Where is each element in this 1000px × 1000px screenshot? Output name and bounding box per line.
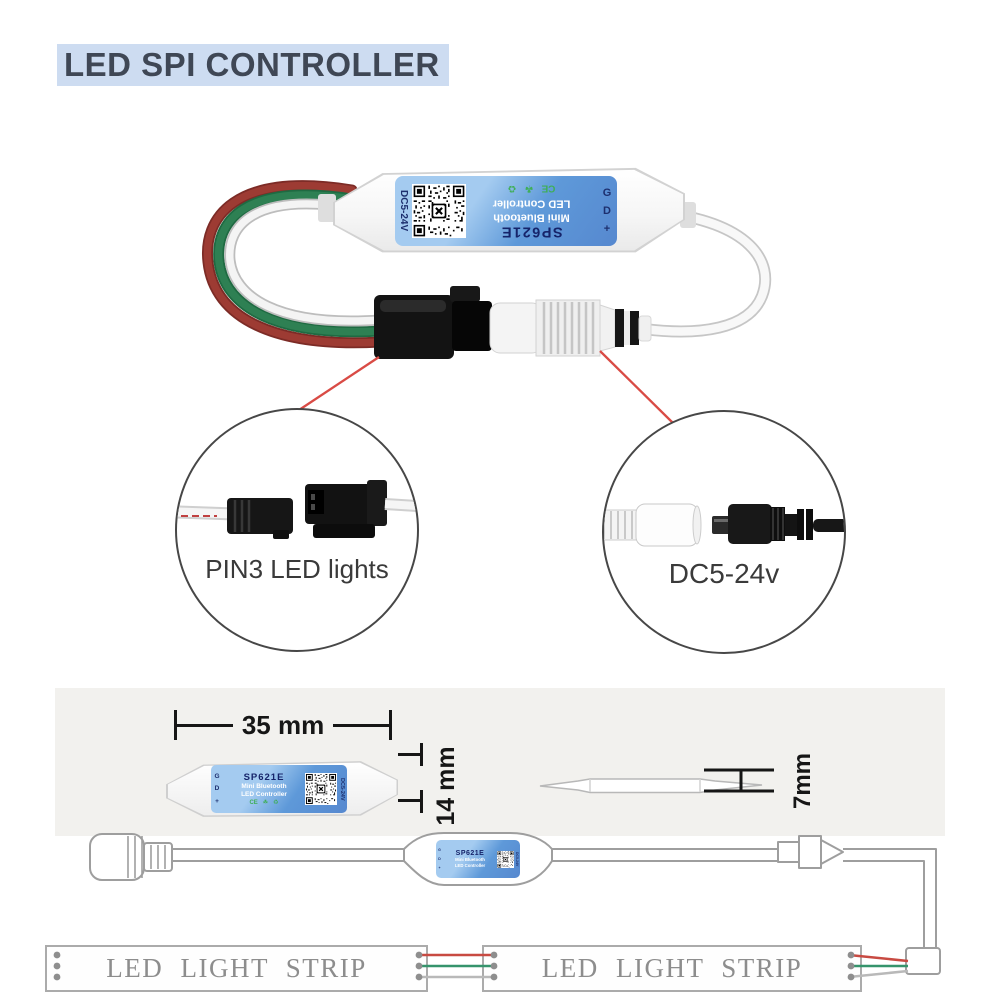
controller-top-view-label: G D + SP621E Mini Bluetooth LED Controll…	[211, 765, 347, 813]
label-pins: G D +	[211, 768, 223, 809]
led-strip-left-label: LED LIGHT STRIP	[106, 953, 367, 983]
label-text-block: SP621E Mini Bluetooth LED Controller CE …	[223, 772, 305, 807]
pin-d: D	[603, 205, 611, 217]
label-pins: G D +	[436, 843, 443, 876]
pin-d: D	[214, 785, 220, 793]
qr-code-icon	[412, 184, 466, 238]
label-model: SP621E	[500, 223, 563, 240]
leaf-icon: ☘	[262, 800, 269, 807]
pin3-callout-circle: PIN3 LED lights	[175, 408, 419, 652]
label-model: SP621E	[455, 850, 485, 858]
leaf-icon: ☘	[524, 182, 534, 194]
wiring-strip-end-connector	[905, 947, 941, 975]
pin-plus: +	[438, 866, 441, 871]
callout-line-right	[599, 350, 675, 425]
pin-plus: +	[603, 223, 611, 236]
pin-g: G	[438, 847, 441, 852]
cert-icons: CE ☘ ♻	[466, 183, 597, 194]
height-dimension-tick	[398, 753, 422, 756]
label-model: SP621E	[243, 771, 285, 783]
recycle-icon: ♻	[273, 800, 279, 807]
power-callout-circle: DC5-24v	[602, 410, 846, 654]
callout-line-left	[292, 356, 380, 415]
height-dimension-tick	[420, 790, 423, 813]
qr-code-icon	[305, 773, 337, 805]
jst-female-connector	[227, 498, 293, 539]
power-callout-label: DC5-24v	[668, 558, 780, 589]
pin3-callout-label: PIN3 LED lights	[205, 554, 389, 584]
label-voltage: DC5-24V	[398, 190, 409, 232]
page-title: LED SPI CONTROLLER	[57, 44, 449, 86]
pin3-connectors-drawing	[177, 480, 417, 539]
height-dimension-tick	[398, 799, 422, 802]
label-product-line1: Mini Bluetooth	[455, 857, 485, 863]
dc-male-plug	[712, 504, 844, 544]
dimension-tick	[174, 710, 177, 740]
device-left-tab	[318, 194, 336, 222]
dimension-line	[333, 723, 390, 727]
ce-icon: CE	[541, 182, 556, 194]
dimension-tick	[389, 710, 393, 740]
thickness-dimension-label: 7mm	[789, 752, 816, 810]
label-pins: G D +	[597, 181, 617, 241]
label-text-block: SP621E Mini Bluetooth LED Controller CE …	[466, 183, 597, 240]
label-voltage: DC5-24V	[515, 851, 519, 867]
dc-connectors-drawing	[604, 503, 844, 547]
wiring-dc-plug	[89, 833, 145, 881]
label-product-line1: Mini Bluetooth	[493, 211, 570, 224]
label-product-line1: Mini Bluetooth	[241, 782, 287, 790]
qr-code-icon	[497, 851, 514, 868]
label-product-line2: LED Controller	[454, 862, 486, 868]
jst-male-connector	[305, 480, 417, 538]
height-dimension-tick	[420, 743, 423, 766]
jst-connector-photo	[374, 286, 492, 359]
height-dimension-label: 14 mm	[432, 746, 460, 826]
width-dimension-label: 35 mm	[241, 709, 325, 740]
ce-icon: CE	[249, 799, 258, 806]
controller-label: DC5-24V SP621E Mini Bluetooth LED Contro…	[395, 176, 617, 246]
label-text-block: SP621E Mini Bluetooth LED Controller	[443, 850, 497, 867]
led-strip-left: LED LIGHT STRIP	[45, 945, 428, 992]
led-strip-right: LED LIGHT STRIP	[482, 945, 862, 992]
side-view-drawing	[539, 778, 763, 794]
led-strip-right-label: LED LIGHT STRIP	[541, 953, 803, 983]
dc-female-plug	[604, 503, 702, 547]
label-product-line2: LED Controller	[492, 197, 571, 210]
pin-g: G	[602, 186, 612, 199]
wiring-jst-connector	[777, 835, 844, 869]
pin-d: D	[438, 856, 441, 861]
label-product-line2: LED Controller	[241, 790, 287, 798]
cert-icons: CE ☘ ♻	[223, 799, 305, 807]
pin-g: G	[214, 773, 220, 781]
thickness-dimension-marker	[704, 768, 774, 793]
pin3-cable	[201, 180, 386, 349]
pin-plus: +	[215, 797, 219, 805]
label-voltage: DC5-24V	[339, 777, 345, 801]
power-cable	[638, 206, 772, 338]
wiring-controller-label: G D + SP621E Mini Bluetooth LED Controll…	[436, 840, 520, 878]
recycle-icon: ♻	[507, 182, 517, 194]
width-dimension: 35 mm	[174, 709, 393, 740]
dc-connector-photo	[489, 299, 652, 357]
dimension-line	[177, 723, 233, 727]
